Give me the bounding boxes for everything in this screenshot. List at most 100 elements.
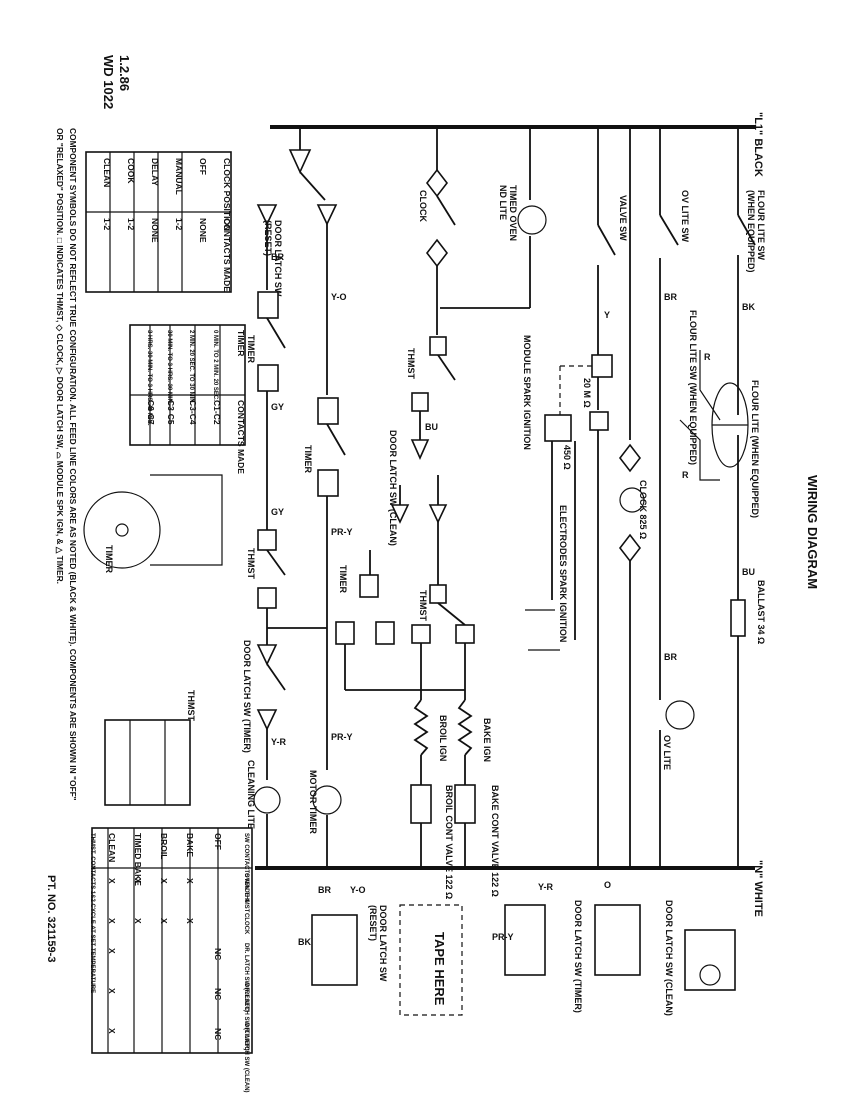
timer-table (129, 324, 246, 446)
clock-825-label: CLOCK 825 Ω (638, 480, 648, 539)
door-latch-reset-detail-sub: (RESET) (368, 905, 378, 941)
wire-r-1: R (704, 352, 711, 362)
sw-r2-c1: X (185, 878, 195, 884)
thmst-9 (257, 587, 277, 609)
ballast-label: BALLAST 34 Ω (756, 580, 766, 644)
sw-h3: DR. LATCH SW (RESET) (243, 943, 249, 1012)
nc-timer-icon (256, 709, 278, 731)
module-spark-label: MODULE SPARK IGNITION (522, 335, 532, 450)
flour-lite-when-label: (WHEN EQUIPPED) (746, 190, 756, 273)
clock-row5-b: 1-2 (102, 218, 112, 231)
timer-row3-a: 30 MIN. TO 3 HRS. 30 MIN. (166, 330, 172, 405)
broil-cont-label: BROIL CONT VALVE 122 Ω (444, 785, 454, 899)
bake-ign-label: BAKE IGN (482, 718, 492, 762)
electrodes-label: ELECTRODES SPARK IGNITION (558, 505, 568, 642)
sw-h5: DR. LATCH SW (CLEAN) (243, 1023, 249, 1093)
sw-r2: BAKE (185, 833, 195, 857)
ov-lite-label: OV LITE (662, 735, 672, 770)
c6-contact (257, 291, 279, 319)
wire-bk-2: BK (298, 937, 311, 947)
timer-table-h2: CONTACTS MADE (236, 400, 246, 474)
sw-h4: DR. LATCH SW (TIMER) (243, 983, 249, 1051)
nc-contact-icon (428, 504, 448, 524)
clock-motor-icon (619, 487, 645, 513)
timer-row3-b: C3-C5 (166, 400, 176, 425)
sw-r4: TIMED BAKE (133, 833, 143, 886)
bake-ign-resistor (457, 699, 473, 756)
sw-h1: OVEN THMST (243, 873, 249, 913)
timer-row1-b: C1-C2 (212, 400, 222, 425)
sw-r1-c5: NC (213, 1028, 223, 1040)
switch-table (91, 827, 253, 1054)
flour-lite-sw-when-label: FLOUR LITE SW (WHEN EQUIPPED) (688, 310, 698, 465)
note-line-1: COMPONENT SYMBOLS DO NOT REFLECT TRUE CO… (68, 128, 78, 801)
sw-h0: SW CONTACTS MADE X (243, 833, 249, 902)
clock-diamond-2-icon (425, 238, 449, 268)
tape-here-label: TAPE HERE (432, 932, 447, 1006)
wire-pry-3: PR-Y (492, 932, 514, 942)
clock-row5-a: CLEAN (102, 158, 112, 187)
door-latch-clean-detail (594, 904, 641, 976)
timer-row2-a: 2 MIN. 20 SEC. TO 30 MIN. (188, 330, 194, 405)
timer-row1-a: 0 MIN. TO 2 MIN. 20 SEC. (212, 330, 218, 401)
part-number: PT. NO. 321159-3 (45, 875, 57, 962)
sw-r1-c3: NC (213, 948, 223, 960)
sw-r1-c4: NC (213, 988, 223, 1000)
wire-bk-1: BK (742, 302, 755, 312)
thmst-1 (429, 336, 447, 356)
motor-timer-label: MOTOR TIMER (308, 770, 318, 834)
sw-r5-c1: X (107, 878, 117, 884)
cleaning-lite-label: CLEANING LITE (246, 760, 256, 829)
timed-oven-label: TIMED OVEN (508, 185, 518, 241)
clock-row3-b: NONE (150, 218, 160, 243)
flour-lite-when-eq-label: FLOUR LITE (WHEN EQUIPPED) (750, 380, 760, 518)
timer-label-3: TIMER (246, 335, 256, 363)
clock-table (85, 151, 232, 293)
sw-r5-c2: X (107, 918, 117, 924)
sw-r3: BROIL (159, 833, 169, 859)
code-label: WD 1022 (101, 55, 116, 109)
c3-contact (359, 574, 379, 598)
wire-pry-1: PR-Y (331, 527, 353, 537)
door-latch-timer-icon (256, 644, 278, 666)
wire-y-1: Y (604, 310, 610, 320)
module-n-terminal (589, 411, 609, 431)
clock-contact-1-icon (618, 443, 642, 473)
date-label: 1.2.86 (117, 55, 132, 91)
clock-row3-a: DELAY (150, 158, 160, 186)
wire-r-2: R (682, 470, 689, 480)
wire-bu-1: BU (742, 567, 755, 577)
clock-table-h2: CONTACTS MADE (222, 218, 232, 292)
thmst-label-1: THMST (406, 348, 416, 379)
thmst-2 (411, 392, 429, 412)
wire-br-2: BR (664, 652, 677, 662)
wire-yr-1: Y-R (271, 737, 287, 747)
timer-triangle-icon (288, 149, 312, 174)
wire-br-4: BR (318, 885, 331, 895)
c1-contact (317, 397, 339, 425)
c5-contact (335, 621, 355, 645)
broil-ign-label: BROIL IGN (438, 715, 448, 761)
thmst-detail-box (104, 719, 191, 806)
diagram-title: WIRING DIAGRAM (805, 475, 820, 589)
door-latch-timer-label: DOOR LATCH SW (TIMER) (242, 640, 252, 753)
clock-table-h1: CLOCK POSITION (222, 158, 232, 231)
clock-row1-a: OFF (198, 158, 208, 175)
no-reset-icon (256, 204, 278, 226)
nd-lite-label: ND LITE (498, 185, 508, 220)
timer-row4-a: 3 HRS. 30 MIN. TO 3 HRS. 40 MIN. (146, 330, 152, 426)
door-latch-timer-detail (504, 904, 546, 976)
n-label: "N" WHITE (752, 860, 764, 917)
thmst-label-3: THMST (246, 548, 256, 579)
tape-here-box (399, 904, 463, 1016)
clock-row2-a: MANUAL (174, 158, 184, 195)
clock-row2-b: 1-2 (174, 218, 184, 231)
motor-timer-icon (312, 785, 342, 815)
c2-contact (317, 469, 339, 497)
wire-br-3: BR (271, 252, 284, 262)
ohm-450-label: 450 Ω (562, 445, 572, 470)
clock-detail-box (684, 929, 736, 991)
ov-lite-sw-label: OV LITE SW (680, 190, 690, 243)
sw-r3-c2: X (159, 918, 169, 924)
